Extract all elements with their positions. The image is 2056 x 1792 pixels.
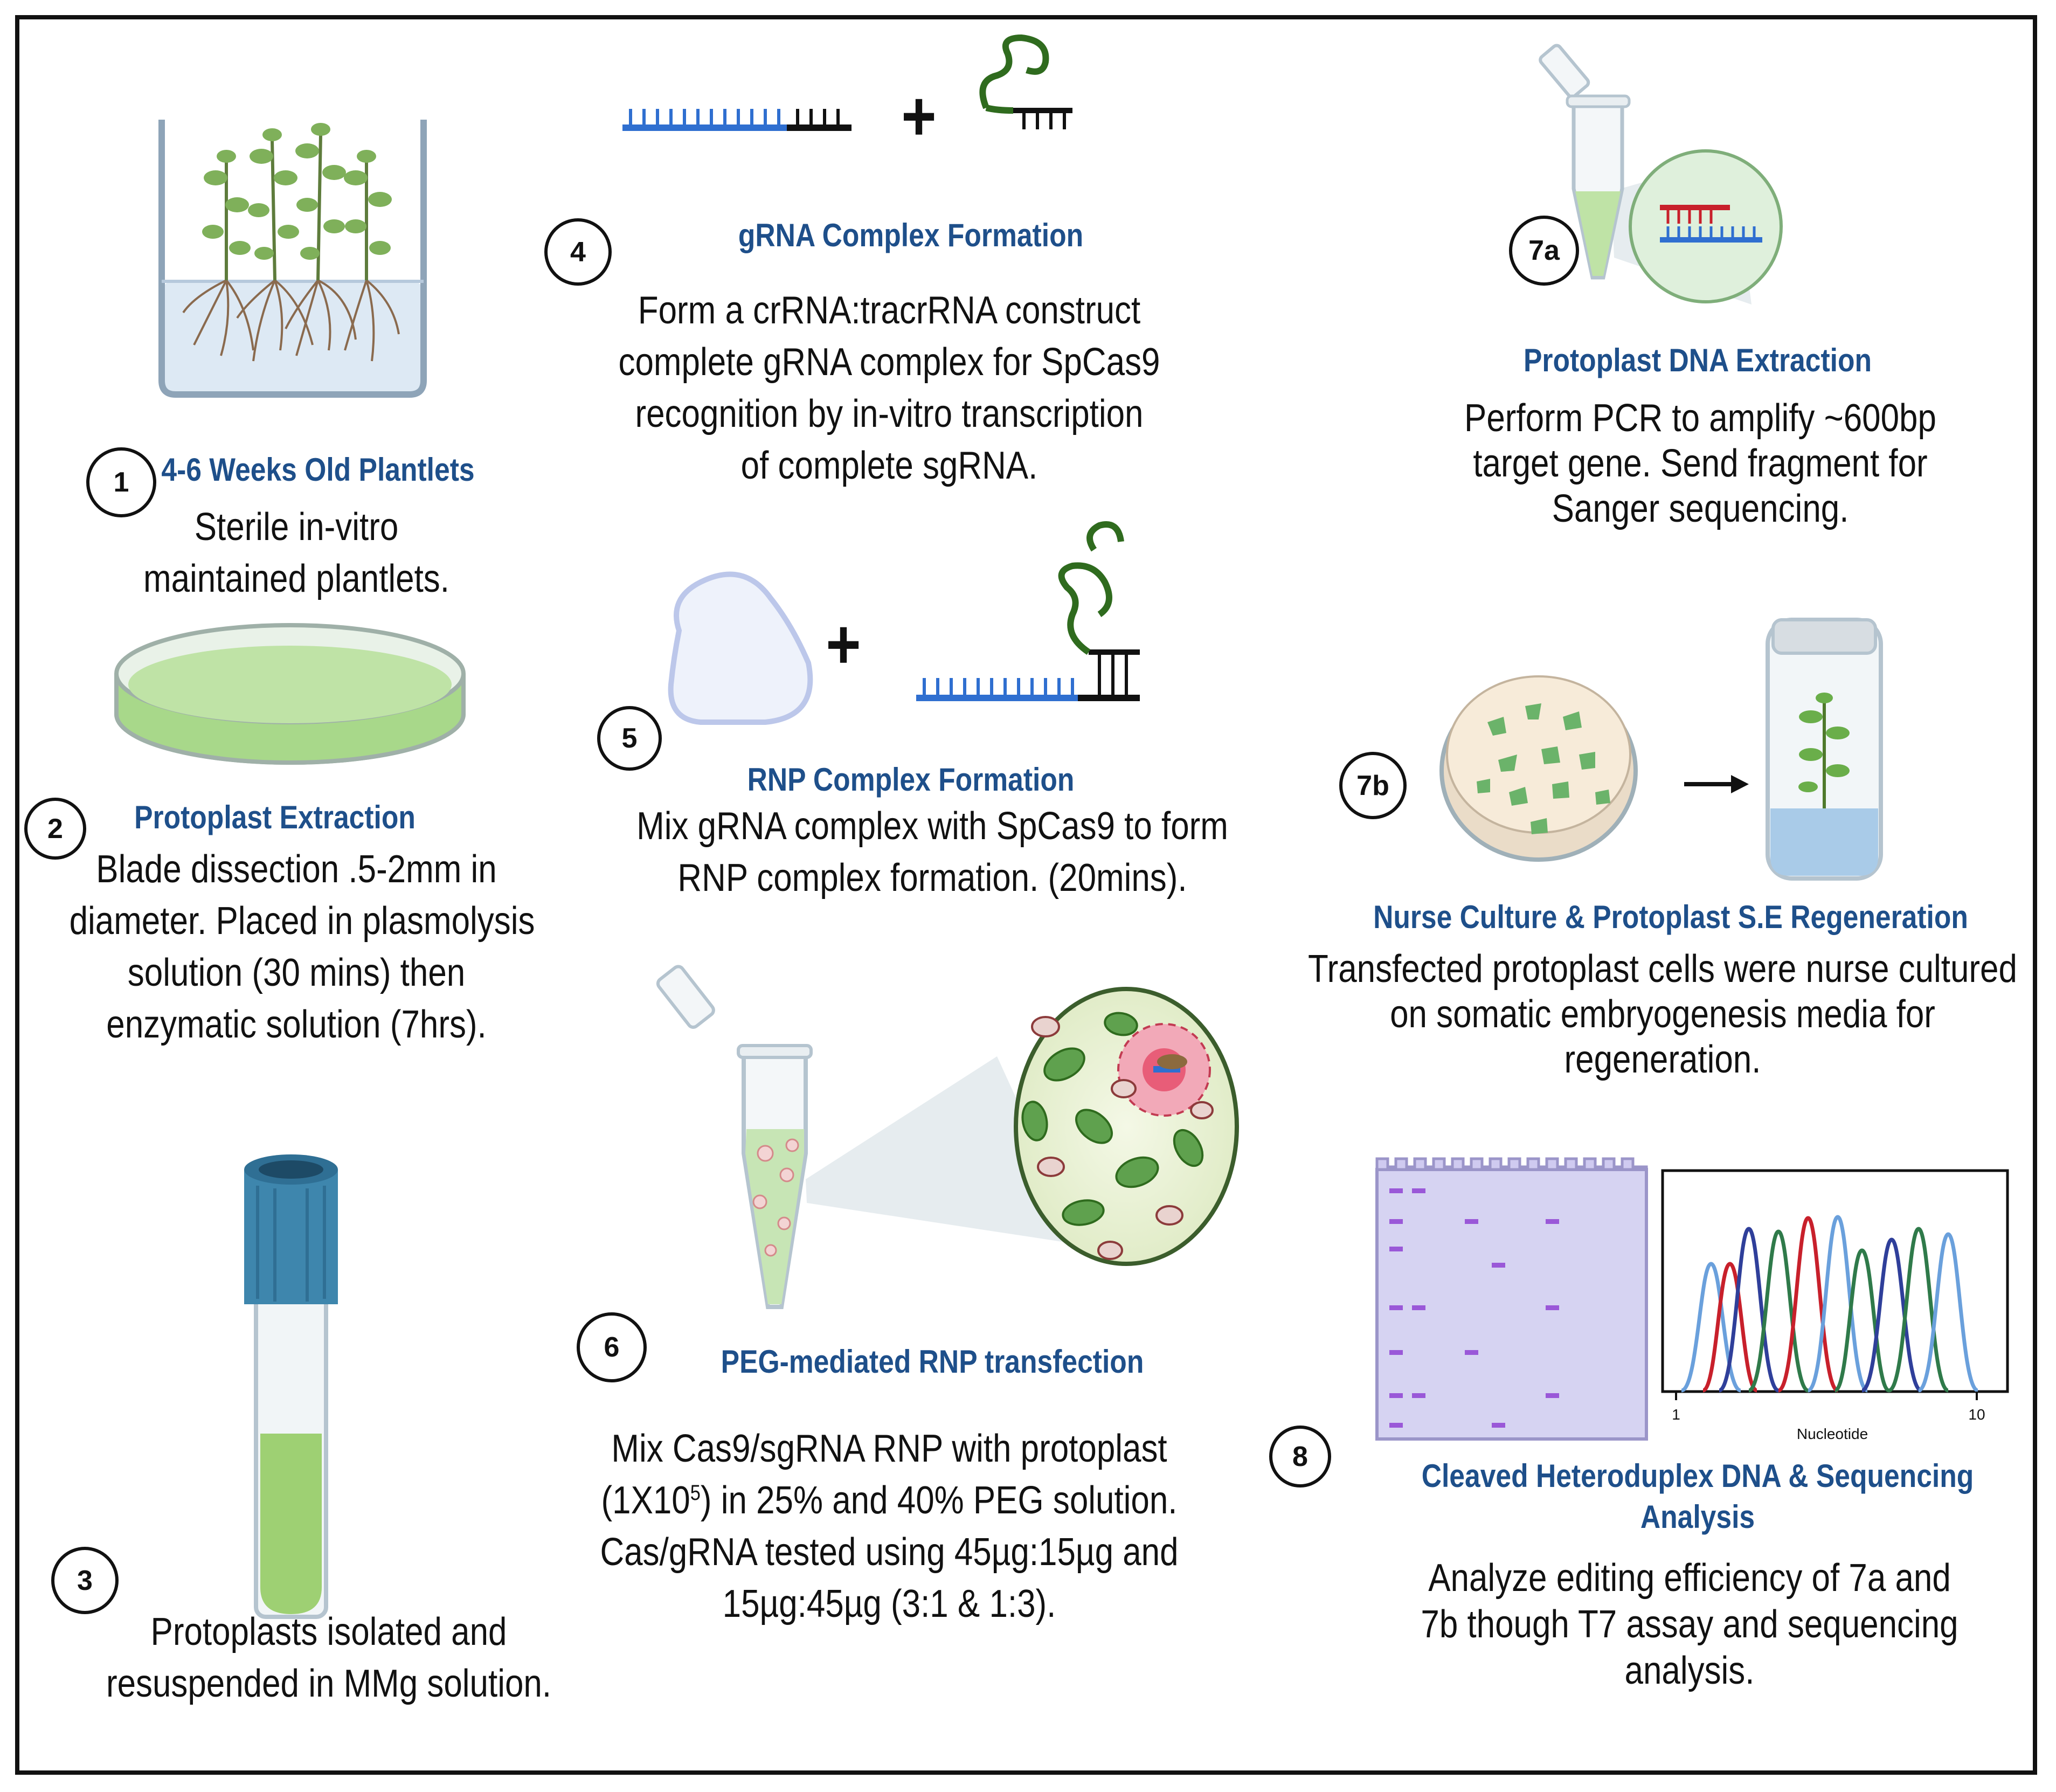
step-2-desc-line-3: solution (30 mins) then <box>127 951 466 994</box>
step-6-title: PEG-mediated RNP transfection <box>721 1344 1144 1380</box>
step-7a-desc-line-3: Sanger sequencing. <box>1552 487 1849 530</box>
step-6-desc-line-2-start: (1X10 <box>601 1479 690 1522</box>
step-4-desc-line-1: Form a crRNA:tracrRNA construct <box>638 289 1141 332</box>
step-4-desc-line-2: complete gRNA complex for SpCas9 <box>618 341 1160 384</box>
sequencing-chromatogram: 1 10 Nucleotide <box>1661 1169 2009 1442</box>
chromatogram-tick-end: 10 <box>1968 1406 1985 1423</box>
plus-sign-5: + <box>826 605 861 683</box>
step-2-desc-line-1: Blade dissection .5-2mm in <box>96 848 497 891</box>
step-badge-4: 4 <box>544 218 612 286</box>
step-6-desc-line-2: (1X105) in 25% and 40% PEG solution. <box>588 1475 1190 1526</box>
step-badge-7b: 7b <box>1339 752 1407 819</box>
step-6-desc-line-4: 15µg:45µg (3:1 & 1:3). <box>722 1582 1056 1625</box>
chromatogram-x-label: Nucleotide <box>1797 1426 1868 1442</box>
step-badge-1: 1 <box>86 447 156 517</box>
dna-extraction-tube-illustration <box>1539 44 1783 305</box>
transfection-tube-illustration <box>656 965 1239 1309</box>
step-badge-8: 8 <box>1269 1426 1331 1487</box>
crrna-tracrrna-illustration <box>622 34 1072 131</box>
chromatogram-tick-start: 1 <box>1672 1406 1680 1423</box>
step-7b-title: Nurse Culture & Protoplast S.E Regenerat… <box>1373 899 1968 935</box>
step-6-desc-line-2-end: ) in 25% and 40% PEG solution. <box>700 1479 1178 1522</box>
step-8-desc-line-3: analysis. <box>1624 1649 1755 1692</box>
step-2-title: Protoplast Extraction <box>134 799 416 835</box>
step-3-desc-line-1: Protoplasts isolated and <box>150 1610 507 1653</box>
step-badge-2: 2 <box>24 798 86 860</box>
step-6-desc-line-1: Mix Cas9/sgRNA RNP with protoplast <box>611 1427 1167 1470</box>
step-badge-3: 3 <box>51 1547 119 1614</box>
step-2-desc-line-4: enzymatic solution (7hrs). <box>106 1003 487 1046</box>
step-5-desc-line-1: Mix gRNA complex with SpCas9 to form <box>636 805 1228 848</box>
step-8-title-line-1: Cleaved Heteroduplex DNA & Sequencing <box>1421 1458 1974 1494</box>
step-5-desc-line-2: RNP complex formation. (20mins). <box>677 856 1187 900</box>
step-7b-desc-line-3: regeneration. <box>1564 1038 1761 1081</box>
nurse-culture-illustration <box>1439 618 1883 881</box>
gel-electrophoresis-illustration <box>1375 1157 1648 1441</box>
step-1-title: 4-6 Weeks Old Plantlets <box>161 452 475 488</box>
test-tube-illustration <box>244 1154 338 1619</box>
plus-sign-4: + <box>901 77 937 155</box>
step-1-desc-line-1: Sterile in-vitro <box>194 506 399 549</box>
step-7b-desc-line-2: on somatic embryogenesis media for <box>1390 993 1935 1036</box>
step-3-desc-line-2: resuspended in MMg solution. <box>106 1662 552 1705</box>
step-8-title-line-2: Analysis <box>1640 1499 1755 1535</box>
step-7a-desc-line-2: target gene. Send fragment for <box>1473 442 1928 485</box>
step-5-title: RNP Complex Formation <box>747 762 1075 798</box>
step-4-desc-line-4: of complete sgRNA. <box>740 444 1038 487</box>
step-badge-7a: 7a <box>1509 216 1579 286</box>
step-8-desc-line-1: Analyze editing efficiency of 7a and <box>1428 1556 1951 1600</box>
step-7a-desc-line-1: Perform PCR to amplify ~600bp <box>1464 397 1936 440</box>
step-8-desc-line-2: 7b though T7 assay and sequencing <box>1421 1603 1958 1646</box>
diagram-frame <box>15 15 2037 1775</box>
step-badge-5: 5 <box>597 706 662 771</box>
step-7a-title: Protoplast DNA Extraction <box>1523 342 1872 378</box>
plantlet-beaker-illustration <box>158 120 427 398</box>
step-2-desc-line-2: diameter. Placed in plasmolysis <box>69 900 535 943</box>
step-4-desc-line-3: recognition by in-vitro transcription <box>635 392 1144 435</box>
step-badge-6: 6 <box>577 1312 647 1382</box>
step-6-desc-line-3: Cas/gRNA tested using 45µg:15µg and <box>600 1531 1179 1574</box>
step-1-desc-line-2: maintained plantlets. <box>143 557 449 600</box>
cas9-sgrna-illustration <box>668 521 1140 725</box>
step-4-title: gRNA Complex Formation <box>738 217 1084 253</box>
step-6-desc-line-2-exponent: 5 <box>690 1481 701 1505</box>
step-7b-desc-line-1: Transfected protoplast cells were nurse … <box>1308 947 2017 991</box>
petri-dish-illustration <box>114 623 466 765</box>
